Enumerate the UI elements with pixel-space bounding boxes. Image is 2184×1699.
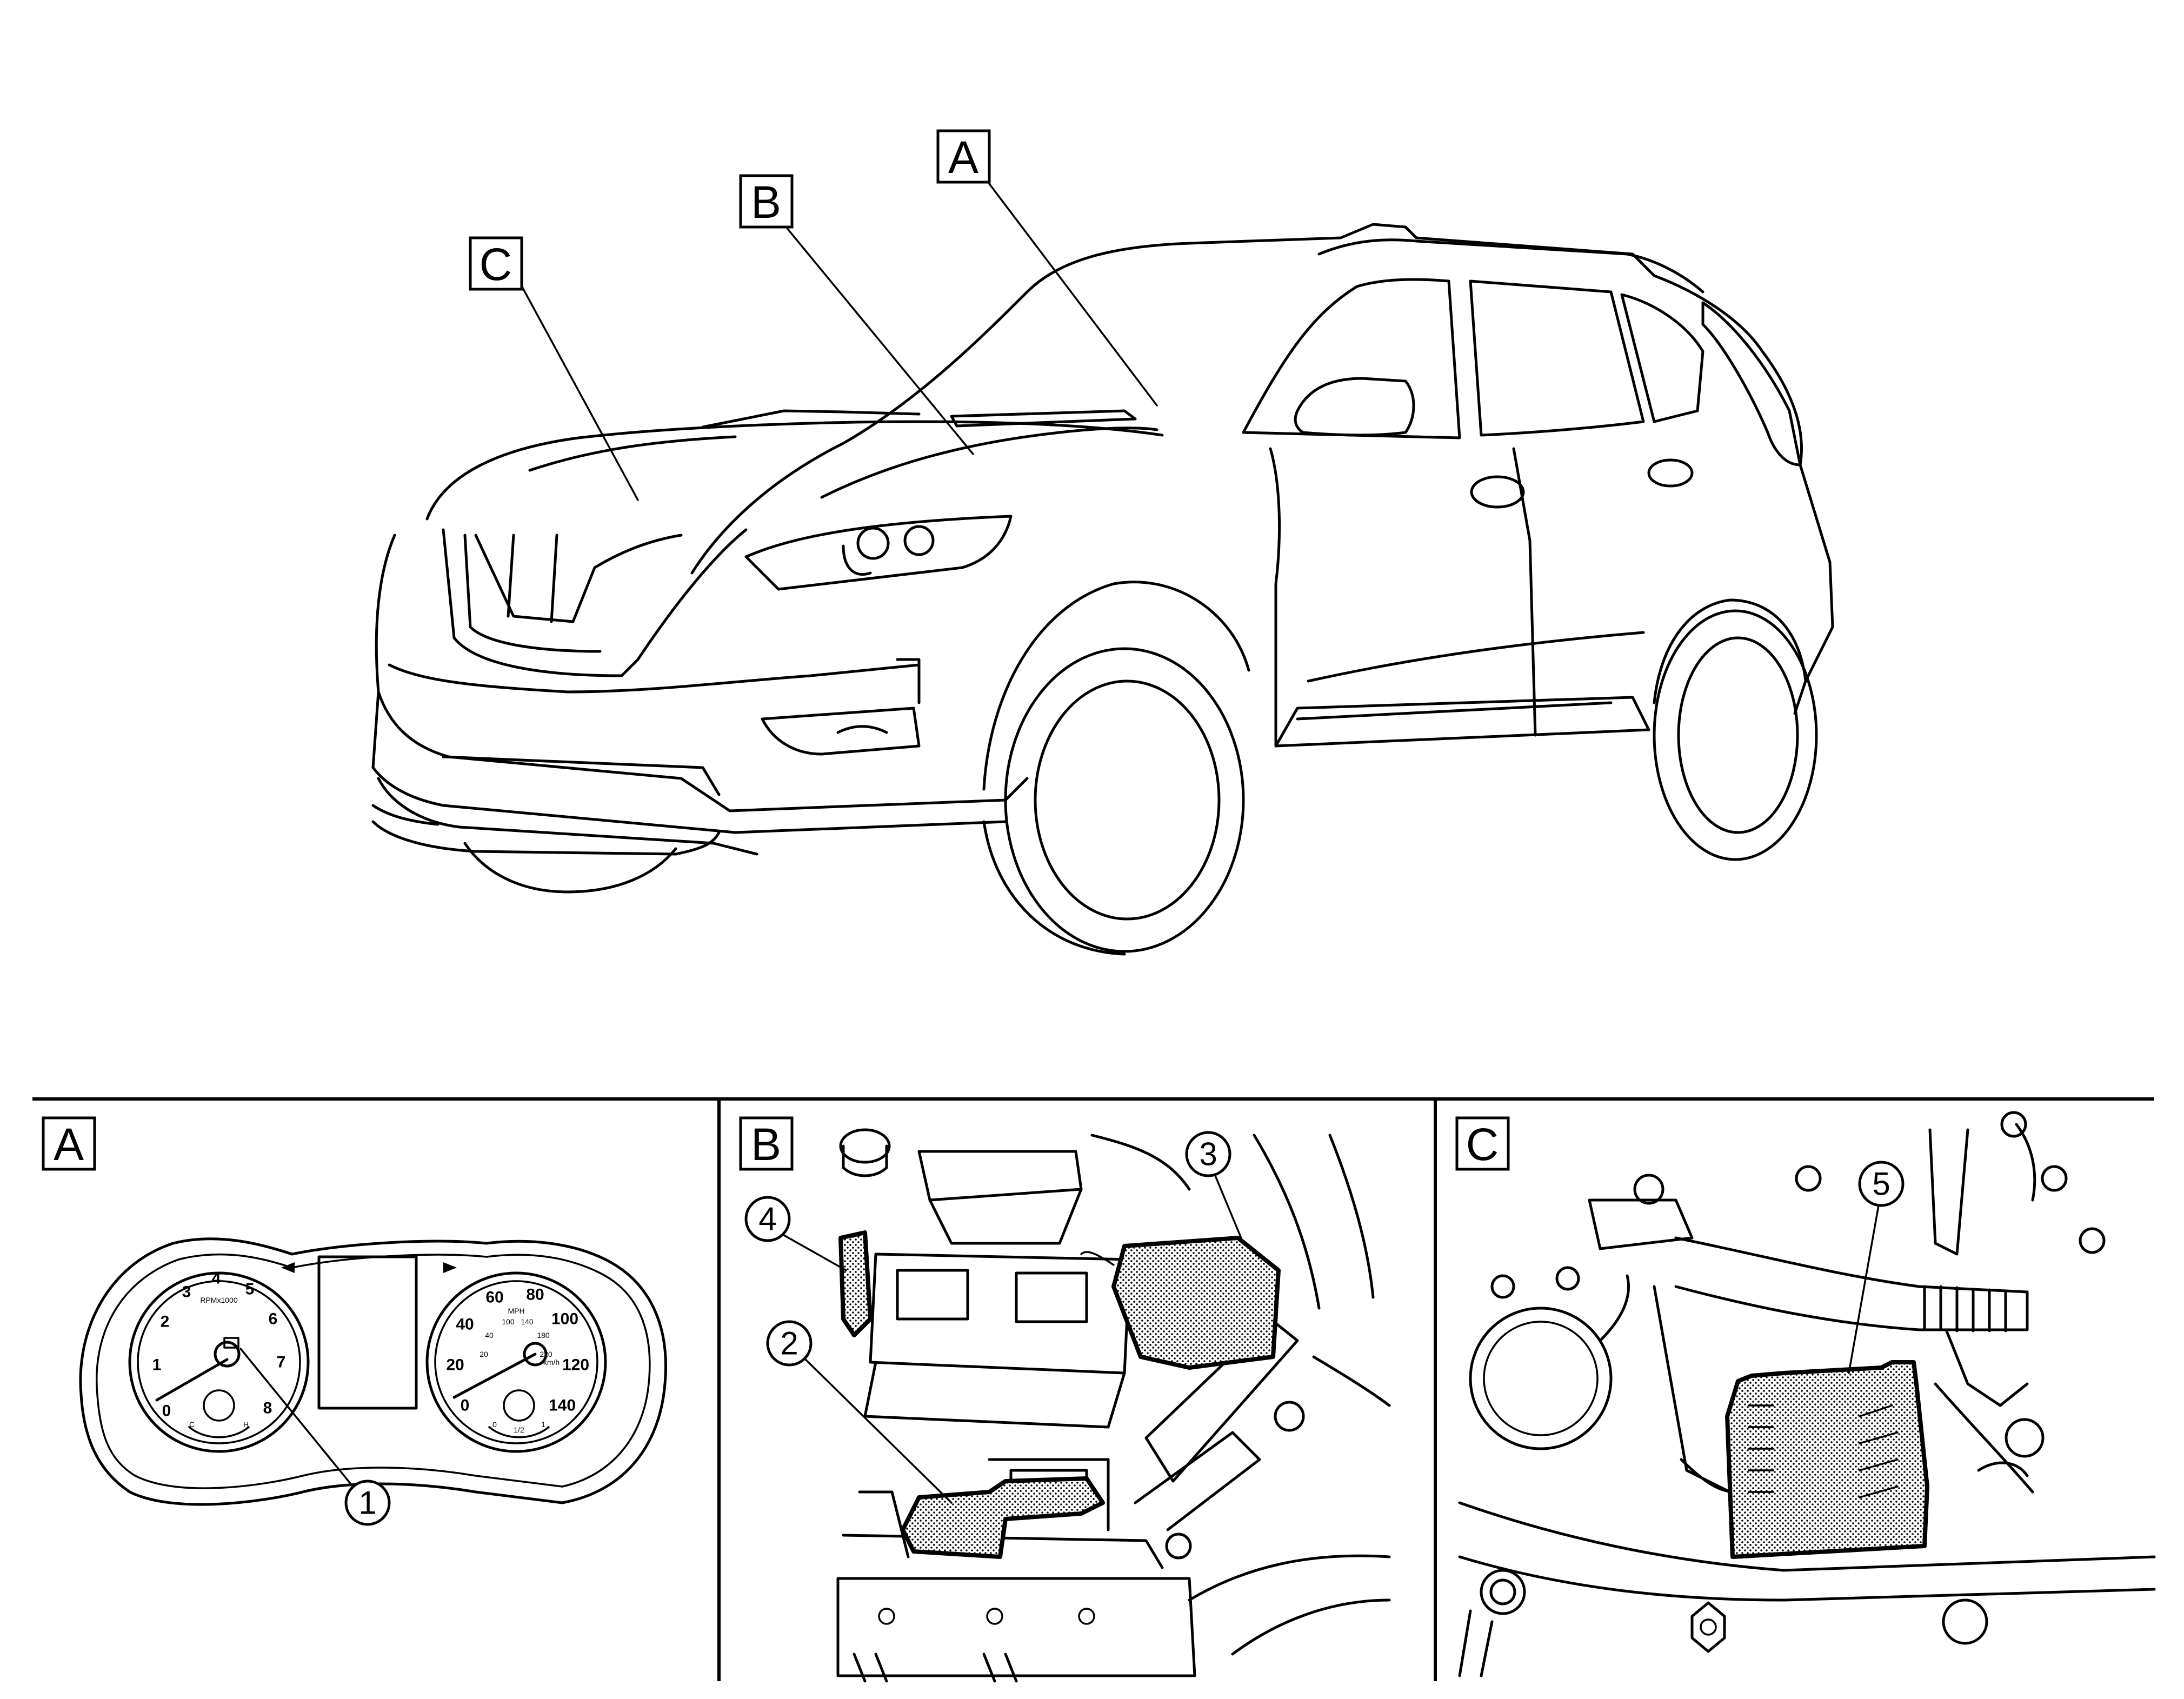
speed-tick-80: 80 (526, 1286, 544, 1304)
callout-3-number: 3 (1199, 1136, 1217, 1172)
kmh-tick-140: 140 (521, 1317, 534, 1326)
kmh-tick-20: 20 (480, 1350, 488, 1358)
callout-b-label: B (751, 177, 781, 228)
combination-meter: 0 1 2 3 4 5 6 7 8 RPMx1000 C H (79, 1237, 667, 1506)
callout-b: B (739, 174, 794, 229)
temp-gauge (203, 1389, 235, 1422)
callout-4-number: 4 (758, 1201, 776, 1237)
tach-tick-7: 7 (277, 1354, 286, 1371)
callout-1-circle (344, 1480, 391, 1526)
vehicle-illustration (371, 223, 1834, 956)
callout-2-number: 2 (780, 1325, 798, 1362)
speed-tick-60: 60 (485, 1289, 503, 1307)
callout-4-leader (783, 1234, 847, 1271)
fuel-min: 0 (492, 1420, 497, 1429)
speed-tick-20: 20 (446, 1356, 464, 1374)
callout-5-number: 5 (1872, 1166, 1890, 1202)
callout-c: C (469, 236, 523, 291)
callout-1-leader (239, 1348, 361, 1496)
callout-5-circle (1858, 1161, 1905, 1207)
callout-3-leader (1214, 1175, 1244, 1244)
fuel-mid: 1/2 (514, 1425, 524, 1434)
kmh-tick-180: 180 (537, 1331, 550, 1340)
callout-5-leader (1848, 1204, 1880, 1374)
speed-tick-0: 0 (461, 1397, 470, 1415)
fuel-gauge (503, 1389, 535, 1422)
panel-a: A 0 1 2 3 4 5 6 7 8 RPMx1000 (42, 1116, 667, 1526)
tach-tick-6: 6 (269, 1310, 278, 1328)
center-display (317, 1255, 418, 1410)
speed-tick-120: 120 (562, 1356, 589, 1374)
kmh-tick-100: 100 (502, 1317, 515, 1326)
callout-3-circle (1185, 1131, 1231, 1177)
panel-b: B (739, 1116, 1391, 1683)
tach-tick-8: 8 (263, 1400, 272, 1417)
tach-tick-2: 2 (161, 1313, 170, 1331)
tach-tick-4: 4 (212, 1270, 221, 1288)
temp-cold: C (189, 1420, 195, 1429)
speed-tick-40: 40 (456, 1316, 474, 1334)
speed-unit: MPH (508, 1307, 524, 1315)
callout-2-circle (766, 1320, 813, 1367)
speed-tick-100: 100 (551, 1310, 578, 1328)
callout-2-leader (799, 1353, 953, 1504)
speed-tick-140: 140 (549, 1397, 576, 1415)
detail-panel-frame (32, 1097, 2154, 1681)
callout-1-number: 1 (358, 1485, 376, 1521)
panel-c-label: C (1466, 1119, 1499, 1170)
fuel-max: 1 (541, 1420, 545, 1429)
tach-tick-0: 0 (162, 1402, 171, 1420)
tach-tick-3: 3 (182, 1283, 191, 1301)
warning-lamp-icon (223, 1337, 239, 1349)
turn-right-icon (443, 1262, 457, 1273)
kmh-unit: km/h (543, 1358, 560, 1367)
temp-hot: H (243, 1420, 249, 1429)
overview-leaders (518, 183, 1158, 501)
tachometer: 0 1 2 3 4 5 6 7 8 RPMx1000 C H (128, 1270, 310, 1453)
callout-4-circle (744, 1196, 791, 1242)
speed-needle (452, 1352, 537, 1399)
panel-a-label: A (54, 1119, 84, 1170)
panel-c: C (1455, 1111, 2156, 1677)
callout-a-label: A (948, 132, 978, 183)
tach-unit: RPMx1000 (200, 1296, 237, 1304)
engine-room-c (1458, 1111, 2156, 1677)
turn-left-icon (281, 1262, 295, 1273)
tach-tick-5: 5 (245, 1281, 255, 1298)
component-2 (901, 1476, 1105, 1559)
speedometer: 0 20 40 60 80 100 120 140 MPH 20 40 100 … (425, 1271, 607, 1453)
tach-tick-1: 1 (152, 1356, 162, 1374)
callout-c-label: C (480, 239, 512, 290)
component-4 (838, 1230, 873, 1337)
tach-needle (155, 1358, 229, 1402)
callout-a: A (936, 129, 991, 184)
kmh-tick-40: 40 (485, 1331, 494, 1340)
engine-room-b (836, 1128, 1391, 1683)
component-3 (1111, 1236, 1281, 1370)
panel-b-label: B (751, 1119, 781, 1170)
